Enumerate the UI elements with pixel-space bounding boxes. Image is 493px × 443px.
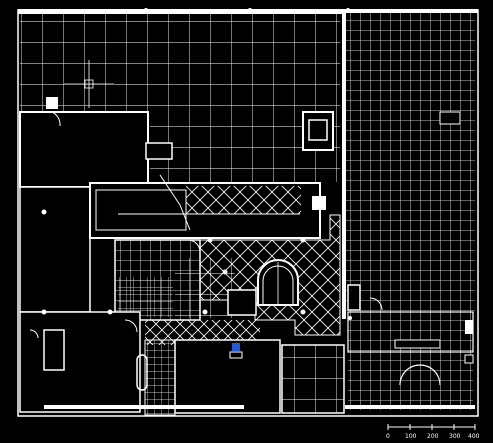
lower-hall-tiles — [144, 339, 176, 416]
bath-tub — [136, 354, 148, 391]
right-column-wall — [342, 9, 346, 319]
ramp-line — [159, 174, 191, 231]
skylight-outer — [302, 111, 334, 151]
lower-center-room — [174, 339, 281, 414]
bottom-wall — [44, 405, 244, 409]
scale-label: 100 — [405, 433, 417, 440]
scale-label: 200 — [427, 433, 439, 440]
scale-label: 300 — [449, 433, 461, 440]
lower-right-room — [281, 344, 345, 414]
scale-label: 0 — [386, 433, 390, 440]
courtyard-grid-lower — [348, 350, 473, 410]
closet — [43, 329, 65, 371]
scale-bar: 0 100 200 300 400 — [386, 424, 480, 440]
living-room-block — [19, 111, 149, 188]
crosshair-cursor-icon — [64, 60, 114, 108]
terrace-grid — [20, 12, 340, 112]
left-hall — [19, 186, 91, 313]
structural-columns — [41, 8, 352, 320]
courtyard-grid — [345, 12, 475, 312]
column-marker — [312, 196, 326, 210]
diagonal-paving-top — [186, 186, 301, 214]
column-marker — [46, 97, 58, 109]
top-right-wall — [346, 9, 478, 13]
skylight-inner — [308, 119, 328, 141]
column-marker — [145, 142, 173, 160]
stair-block — [227, 289, 257, 316]
column-marker — [439, 111, 461, 125]
scale-label: 400 — [468, 433, 480, 440]
top-wall — [18, 9, 343, 14]
selection-marker-icon[interactable] — [229, 343, 243, 359]
bath-tiles-fine — [118, 277, 173, 317]
corridor-inner — [95, 189, 187, 231]
utility-tiles — [175, 258, 235, 318]
garage-block — [19, 311, 141, 413]
bottom-right-wall — [345, 405, 475, 409]
